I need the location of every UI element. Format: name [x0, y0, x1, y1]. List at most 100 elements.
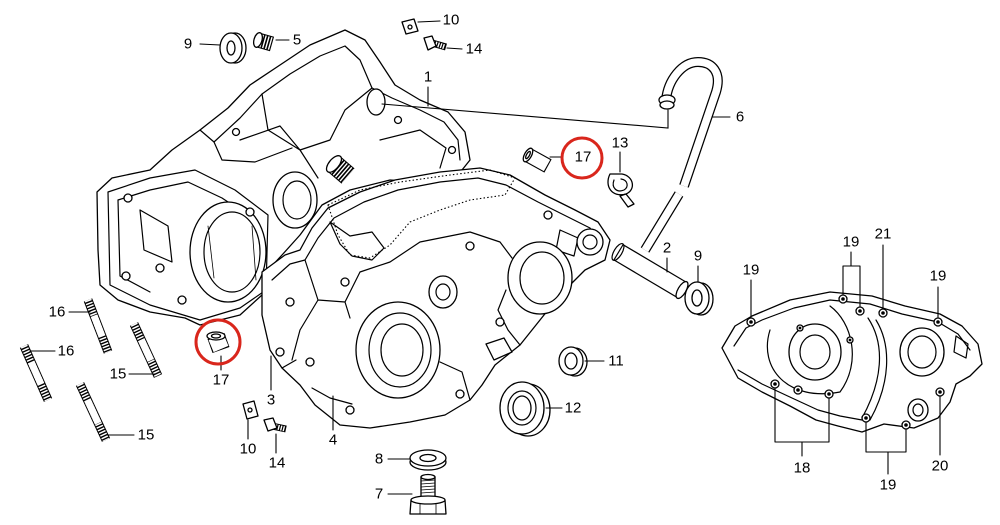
- callout-label: 7: [375, 486, 383, 503]
- stud-16-upper: [83, 298, 113, 354]
- drain-bolt-flange: [410, 495, 446, 505]
- clip-inner: [612, 178, 628, 192]
- callout-label: 9: [184, 36, 192, 53]
- bracket-hole: [407, 24, 413, 30]
- bolt-point-center: [796, 388, 800, 392]
- dowel-hole: [210, 333, 222, 339]
- inset-callout-label: 20: [932, 458, 949, 475]
- bolt-point-center: [904, 423, 908, 427]
- leader-lines: [29, 20, 941, 495]
- leader-bracket: [842, 251, 861, 308]
- bolt-hole: [231, 127, 241, 137]
- shift-shaft-bore-inner: [435, 283, 451, 301]
- stud-thread: [84, 298, 112, 354]
- left-crankcase-half: [96, 29, 471, 326]
- dowel-pin-lower: [206, 331, 230, 354]
- main-bearing-bore-ring: [368, 312, 432, 388]
- inset-crank-bore: [788, 323, 842, 381]
- callout-label: 14: [269, 455, 286, 472]
- drain-bolt-tip: [420, 473, 436, 481]
- inset-callout-label: 19: [743, 262, 760, 279]
- stud-thread: [130, 322, 162, 378]
- drain-bolt-threads: [420, 479, 436, 494]
- right-crankcase-half: [261, 167, 611, 429]
- washer-hole: [419, 453, 437, 463]
- inset-bearing-bore-inner: [907, 335, 937, 369]
- seal-ring: [507, 390, 537, 426]
- needle-bearing-end: [252, 32, 264, 48]
- clip-body: [607, 173, 633, 196]
- bolt-lower: [263, 417, 287, 433]
- tube-grommet-lower: [659, 100, 675, 110]
- bolt-point-center: [773, 382, 777, 386]
- tube-mount-line: [381, 103, 669, 129]
- stud-plain: [84, 399, 102, 425]
- inset-bolt-points: [746, 294, 945, 430]
- seal-lip: [512, 395, 532, 421]
- countershaft-bore-inner: [519, 251, 565, 305]
- bore-port-lines: [207, 225, 257, 281]
- hose-clip: [607, 173, 635, 208]
- bolt-head: [423, 35, 437, 51]
- bolt-hole: [543, 210, 553, 220]
- callout-label: 15: [138, 427, 155, 444]
- bolt-hole: [393, 115, 403, 125]
- case-needle-bearing: [325, 155, 355, 184]
- cylinder-bore-inner: [203, 211, 261, 293]
- cylinder-bore: [189, 201, 267, 303]
- callout-label: 16: [58, 343, 75, 360]
- callout-label: 10: [443, 12, 460, 29]
- bolt-hole: [447, 145, 457, 155]
- bolt-point-center: [864, 416, 868, 420]
- highlight-circle-part: [194, 318, 242, 366]
- bolt-hole: [305, 357, 315, 367]
- dowel-hole: [525, 150, 531, 160]
- washer-right: [684, 281, 714, 316]
- drain-boss: [485, 337, 513, 361]
- stud-plain: [28, 360, 44, 386]
- callout-label: 16: [49, 304, 66, 321]
- seal-lip: [564, 352, 578, 370]
- sealing-washer: [409, 449, 447, 471]
- left-case-inner-edge: [199, 45, 461, 161]
- boss-hole: [582, 234, 598, 250]
- leader-line: [446, 47, 463, 50]
- callout-label: 5: [293, 32, 301, 49]
- inset-notch: [953, 335, 969, 359]
- clip-tab: [619, 193, 635, 208]
- callout-labels: 9 5 10 14 1 6 17 13 2 9 16 16 15 15 17 3…: [49, 12, 949, 503]
- oil-seal-large: [499, 381, 551, 437]
- callout-label: 6: [736, 109, 744, 126]
- bolt-point-center: [936, 320, 940, 324]
- drain-bolt: [409, 473, 447, 515]
- left-case-ribs: [213, 87, 447, 179]
- callout-label: 11: [608, 353, 624, 370]
- callout-label: 8: [375, 451, 383, 468]
- bolt-point-center: [798, 326, 802, 330]
- stud-16-lower: [19, 344, 53, 402]
- bolt-point-center: [938, 390, 942, 394]
- stud-hole: [177, 295, 187, 305]
- inset-callout-label: 19: [930, 268, 947, 285]
- callout-label: 12: [565, 400, 582, 417]
- leader-bracket: [774, 387, 830, 457]
- shaft-fill: [614, 245, 686, 297]
- stud-hole: [121, 271, 131, 281]
- bracket-lower: [242, 400, 259, 420]
- bolt-shank-fill: [272, 423, 286, 432]
- inset-curved-rib: [861, 317, 888, 421]
- callout-label: 14: [466, 41, 483, 58]
- shift-shaft-bore: [428, 275, 458, 309]
- bolt-point-center: [749, 320, 753, 324]
- callout-label: 3: [267, 392, 275, 409]
- callout-label: 2: [663, 240, 671, 257]
- stud-hole: [123, 193, 133, 203]
- inset-web: [766, 305, 853, 395]
- callout-label: 17: [213, 372, 230, 389]
- inset-callout-label: 19: [880, 477, 897, 494]
- bolt-top: [423, 35, 447, 51]
- washer-top: [219, 32, 247, 64]
- right-case-gasket-face: [271, 177, 601, 281]
- inset-callout-label: 19: [843, 234, 860, 251]
